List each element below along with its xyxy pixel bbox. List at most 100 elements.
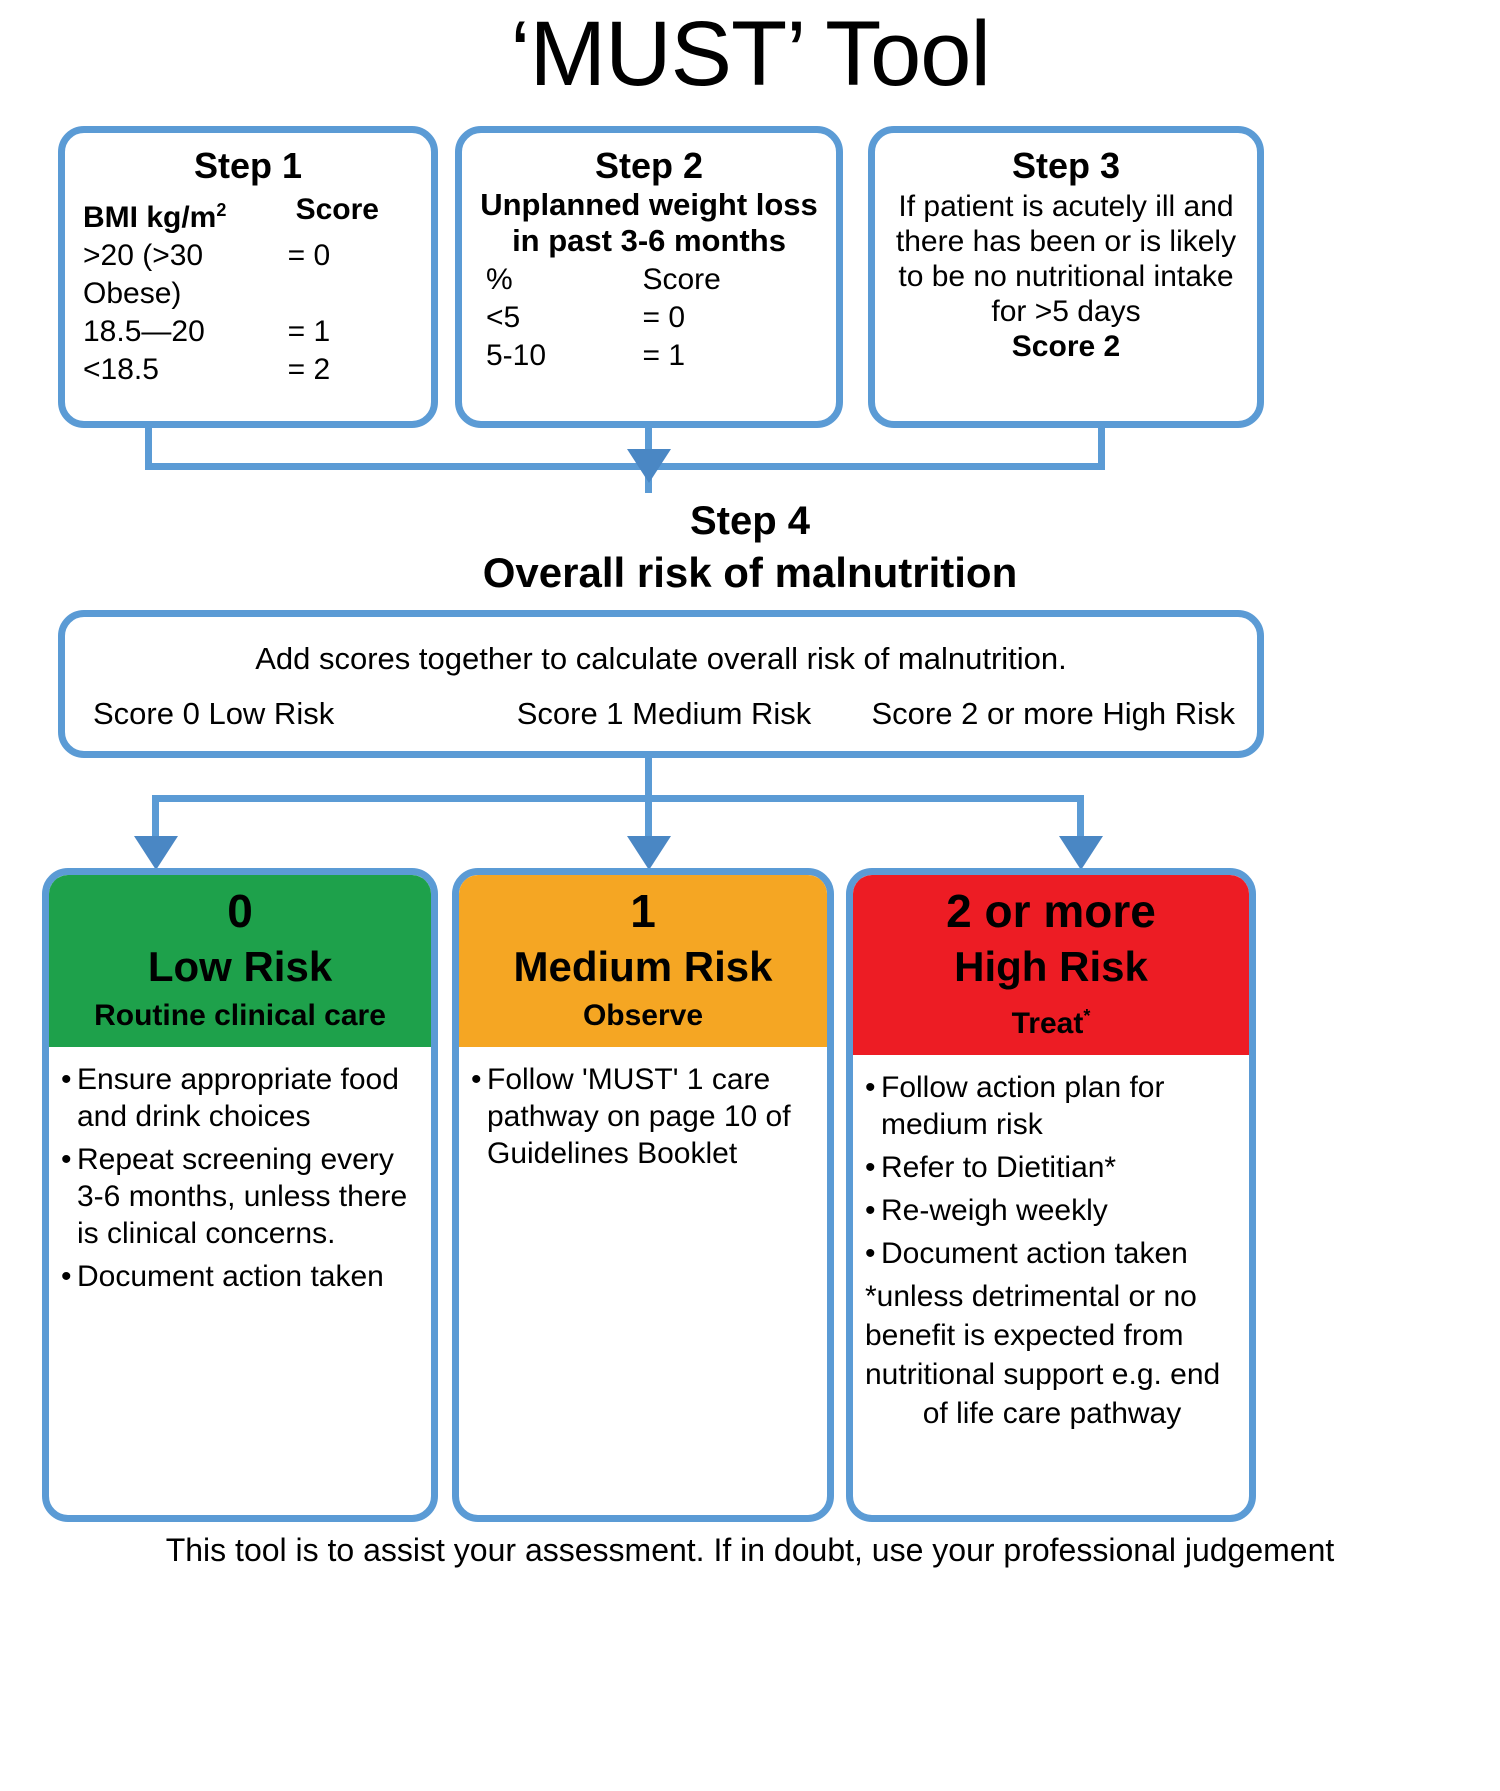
high-risk-footnote-line: nutritional support e.g. end [865,1358,1221,1391]
high-risk-footnote-line: benefit is expected from [865,1319,1184,1352]
step-3-body-line4: for >5 days [991,295,1141,328]
list-item: • Follow 'MUST' 1 care pathway on page 1… [471,1061,817,1172]
risk-level-row: Score 0 Low Risk Score 1 Medium Risk Sco… [65,695,1257,733]
step-2-row-label: 5-10 [486,339,547,372]
result-column-medium-risk: 1 Medium Risk Observe • Follow 'MUST' 1 … [452,868,834,1522]
list-item-text: Ensure appropriate food and drink choice… [77,1063,399,1133]
low-risk-header: 0 Low Risk Routine clinical care [49,875,431,1047]
step-3-body: If patient is acutely ill and there has … [875,189,1257,329]
step-3-heading: Step 3 [1011,145,1121,186]
list-item-text: Document action taken [881,1237,1188,1270]
medium-risk-score: 1 [630,885,656,937]
result-column-low-risk: 0 Low Risk Routine clinical care • Ensur… [42,868,438,1522]
connector-step3-down [1098,428,1105,470]
list-item-text: Repeat screening every 3-6 months, unles… [77,1143,408,1250]
list-item-text: Follow action plan for medium risk [881,1071,1165,1141]
connector-riskbox-down [645,758,652,798]
step-2-row-score: = 1 [642,339,686,372]
footer-note: This tool is to assist your assessment. … [165,1532,1335,1568]
result-column-high-risk: 2 or more High Risk Treat* • Follow acti… [846,868,1256,1522]
step-1-row: 18.5—20 = 1 [83,313,413,351]
list-item: • Repeat screening every 3-6 months, unl… [61,1141,421,1252]
low-risk-label: Low Risk [147,943,333,990]
step-2-col-header-percent: % [486,263,513,296]
step-1-col-header-score: Score [295,193,379,226]
medium-risk-label: Medium Risk [513,943,773,990]
step-1-box: Step 1 BMI kg/m2 Score >20 (>30 Obese) =… [58,126,438,428]
treat-asterisk: * [1083,1006,1091,1026]
step-2-row-label: <5 [486,301,521,334]
bmi-unit-superscript: 2 [216,200,227,220]
step-1-table: BMI kg/m2 Score >20 (>30 Obese) = 0 18.5… [65,191,431,389]
high-risk-score: 2 or more [946,885,1156,937]
step-1-col-header-bmi: BMI kg/m2 [83,200,227,234]
bullet-icon: • [865,1071,876,1104]
low-risk-action: Routine clinical care [94,999,386,1032]
step-1-row-score: = 0 [287,239,331,272]
high-risk-footnote-line: of life care pathway [922,1397,1182,1430]
bullet-icon: • [865,1194,876,1227]
step-3-score: Score 2 [1011,330,1121,363]
medium-risk-body: • Follow 'MUST' 1 care pathway on page 1… [459,1047,827,1172]
low-risk-score: 0 [227,885,253,937]
connector-to-low [152,795,159,841]
list-item-text: Document action taken [77,1260,384,1293]
arrow-down-high-icon [1059,836,1103,870]
arrow-down-medium-icon [627,836,671,870]
risk-level-medium: Score 1 Medium Risk [516,696,812,731]
step-2-header-row: % Score [486,261,812,299]
step-2-subheading-line2: in past 3-6 months [512,223,786,258]
list-item-text: Refer to Dietitian* [881,1151,1117,1184]
step-4-label: Step 4 [689,499,811,543]
step-1-row-score: = 1 [287,315,331,348]
connector-step1-down [145,428,152,470]
connector-to-medium [645,795,652,841]
connector-horizontal-bottom [152,795,1084,802]
list-item: • Ensure appropriate food and drink choi… [61,1061,421,1135]
high-risk-body: • Follow action plan for medium risk • R… [853,1055,1249,1432]
list-item: • Follow action plan for medium risk [865,1069,1239,1143]
high-risk-footnote-line: *unless detrimental or no [865,1280,1197,1313]
bullet-icon: • [471,1063,482,1096]
overall-risk-box: Add scores together to calculate overall… [58,610,1264,758]
arrow-down-step4-icon [627,449,671,483]
connector-to-high [1077,795,1084,841]
step-1-row-label: <18.5 [83,353,159,386]
step-3-body-line1: If patient is acutely ill and [898,190,1234,223]
medium-risk-header: 1 Medium Risk Observe [459,875,827,1047]
risk-level-high: Score 2 or more High Risk [871,696,1236,731]
step-2-row: 5-10 = 1 [486,337,812,375]
high-risk-label: High Risk [954,943,1148,990]
connector-horizontal-top [145,463,1105,470]
step-3-body-line3: to be no nutritional intake [898,260,1234,293]
step-2-table: % Score <5 = 0 5-10 = 1 [462,261,836,375]
list-item: • Document action taken [61,1258,421,1295]
step-3-box: Step 3 If patient is acutely ill and the… [868,126,1264,428]
step-2-row-score: = 0 [642,301,686,334]
risk-level-low: Score 0 Low Risk [93,696,335,731]
arrow-down-low-icon [134,836,178,870]
overall-risk-intro: Add scores together to calculate overall… [255,641,1067,676]
list-item-text: Re-weigh weekly [881,1194,1108,1227]
page-title: ‘MUST’ Tool [510,3,991,105]
list-item: • Document action taken [865,1235,1239,1272]
bullet-icon: • [865,1151,876,1184]
step-2-col-header-score: Score [642,263,721,296]
step-1-row-label: >20 (>30 Obese) [83,239,204,310]
bullet-icon: • [61,1260,72,1293]
step-2-box: Step 2 Unplanned weight loss in past 3-6… [455,126,843,428]
step-2-subheading-line1: Unplanned weight loss [480,187,818,222]
list-item: • Re-weigh weekly [865,1192,1239,1229]
bullet-icon: • [865,1237,876,1270]
medium-risk-action: Observe [582,999,704,1032]
step-3-body-line2: there has been or is likely [895,225,1237,258]
list-item-text: Follow 'MUST' 1 care pathway on page 10 … [487,1063,791,1170]
step-1-header-row: BMI kg/m2 Score [83,191,413,237]
high-risk-action: Treat* [1011,1006,1091,1040]
bullet-icon: • [61,1143,72,1176]
step-2-heading: Step 2 [594,145,704,186]
list-item: • Refer to Dietitian* [865,1149,1239,1186]
bullet-icon: • [61,1063,72,1096]
step-1-heading: Step 1 [193,145,303,186]
